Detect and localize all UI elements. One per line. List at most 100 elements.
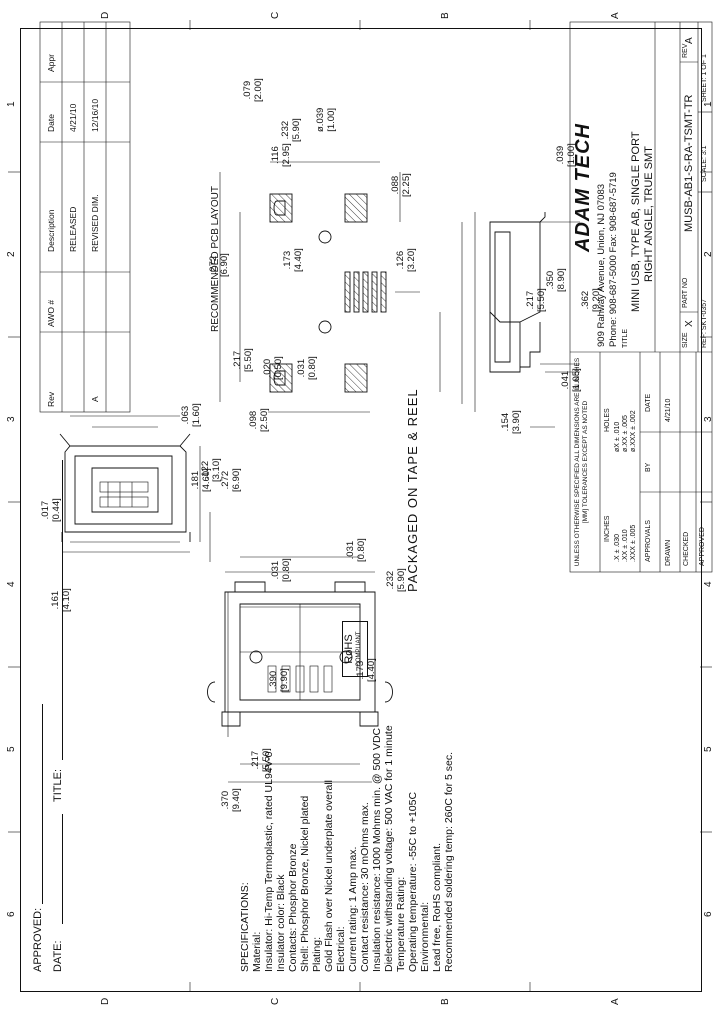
title-block-part-label: PART NO — [682, 277, 689, 308]
tol-row: øX ± .010 — [614, 421, 621, 452]
dim-label: ø.039[1.00] — [315, 107, 337, 132]
zone-col-label: 1 — [703, 101, 714, 107]
approvals-date: 4/21/10 — [665, 398, 672, 422]
tol-row: .X ± .030 — [614, 534, 621, 562]
dim-label: .161[4.10] — [50, 588, 72, 612]
title-block-rev-value: A — [684, 37, 695, 44]
zone-row-label: D — [100, 11, 111, 19]
rev-row-date: 12/16/10 — [90, 98, 100, 132]
approvals-col-date: DATE — [645, 393, 652, 412]
top-view — [207, 556, 393, 783]
zone-row-label: A — [610, 998, 621, 1005]
dim-label: .217[5.50] — [232, 348, 254, 372]
zone-col-label: 4 — [703, 581, 714, 587]
spec-line: Recommended soldering temp: 260C for 5 s… — [443, 751, 455, 972]
approved-label: APPROVED: — [32, 907, 44, 972]
dim-label: .217[5.50] — [525, 288, 547, 312]
rev-header-rev: Rev — [46, 391, 56, 407]
front-view — [59, 415, 211, 562]
title-label: TITLE: — [52, 768, 64, 802]
approvals-col-by: BY — [645, 462, 652, 472]
tol-row: ø.XXX ± .002 — [630, 410, 637, 452]
rev-row-rev: A — [90, 396, 100, 402]
rev-header-appr: Appr — [46, 54, 56, 72]
title-block-scale: SCALE: 3:1 — [701, 145, 708, 182]
title-block-grid — [569, 21, 713, 573]
company-address: 909 Rahway Avenue, Union, NJ 07083 — [596, 183, 607, 347]
dim-label: .126[3.20] — [395, 248, 417, 272]
title-block-sheet: SHEET: 1 OF 1 — [701, 54, 708, 102]
zone-col-label: 2 — [6, 251, 17, 257]
dim-label: .116[2.95] — [270, 143, 292, 167]
zone-col-label: 1 — [6, 101, 17, 107]
date-label: DATE: — [52, 940, 64, 972]
dim-label: .031[0.80] — [270, 558, 292, 582]
zone-col-label: 3 — [703, 416, 714, 422]
dim-label: .088[2.25] — [390, 173, 412, 197]
approvals-heading: APPROVALS — [645, 520, 652, 562]
zone-row-label: C — [270, 997, 281, 1005]
zone-col-label: 6 — [703, 911, 714, 917]
zone-col-label: 4 — [6, 581, 17, 587]
rev-row-description: REVISED DIM. — [90, 194, 100, 252]
title-block-ref: REF: SKT-0357 — [701, 298, 708, 348]
zone-row-label: B — [440, 12, 451, 19]
dim-label: .031[0.80] — [296, 356, 318, 380]
dim-label: .272[6.90] — [220, 468, 242, 492]
date-line — [62, 814, 63, 924]
dim-label: .031[0.80] — [345, 538, 367, 562]
zone-col-label: 2 — [703, 251, 714, 257]
title-block-line1: MINI USB, TYPE AB, SINGLE PORT — [630, 131, 642, 312]
rev-header-awo: AWO # — [46, 299, 56, 327]
dim-label: .272[6.90] — [208, 253, 230, 277]
title-block-size-value: X — [684, 320, 695, 327]
zone-row-label: A — [610, 12, 621, 19]
dim-label: .232[5.90] — [280, 118, 302, 142]
title-block-line2: RIGHT ANGLE, TRUE SMT — [643, 146, 655, 282]
rev-header-date: Date — [46, 114, 56, 132]
dim-label: .063[1.60] — [180, 403, 202, 427]
dim-label: .122[3.10] — [200, 458, 222, 482]
zone-col-label: 5 — [703, 746, 714, 752]
dim-label: .350[8.90] — [545, 268, 567, 292]
zone-col-label: 5 — [6, 746, 17, 752]
zone-ticks — [8, 20, 712, 992]
rev-header-description: Description — [46, 209, 56, 252]
pcb-layout — [219, 161, 441, 413]
revision-grid — [39, 21, 131, 413]
zone-col-label: 6 — [6, 911, 17, 917]
title-block-rev-label: REV — [682, 43, 689, 58]
company-logo: ADAM TECH — [572, 123, 594, 252]
zone-row-label: D — [100, 997, 111, 1005]
company-phone: Phone: 908-687-5000 Fax: 908-687-5719 — [608, 172, 619, 347]
approved-line — [42, 704, 43, 904]
dim-label: .232[5.90] — [385, 568, 407, 592]
approvals-role: DRAWN — [665, 539, 672, 566]
dim-label: .370[9.40] — [220, 788, 242, 812]
dim-label: .017[0.44] — [40, 498, 62, 522]
title-block-size-label: SIZE — [682, 332, 689, 348]
dim-label: .173[4.40] — [282, 248, 304, 272]
zone-row-label: C — [270, 11, 281, 19]
packaged-note: PACKAGED ON TAPE & REEL — [405, 388, 420, 592]
tol-row: .XXX ± .005 — [630, 524, 637, 562]
tol-row: .XX ± .010 — [622, 529, 629, 562]
dim-label: .020[0.50] — [262, 356, 284, 380]
side-view — [461, 212, 580, 428]
dim-label: .390[9.90] — [268, 668, 290, 692]
tolerance-heading: UNLESS OTHERWISE SPECIFIED ALL DIMENSION… — [574, 357, 589, 567]
title-block-title-label: TITLE — [622, 328, 629, 348]
dim-label: .098[2.50] — [248, 408, 270, 432]
rev-row-date: 4/21/10 — [68, 103, 78, 132]
approvals-role: CHECKED — [683, 531, 690, 566]
approvals-role: APPROVED — [699, 527, 706, 566]
zone-col-label: 3 — [6, 416, 17, 422]
dim-label: .154[3.90] — [500, 410, 522, 434]
title-block-part-no: MUSB-AB1-S-RA-TSMT-TR — [683, 94, 695, 233]
tol-row: ø.XX ± .005 — [622, 415, 629, 452]
tol-col-holes: HOLES — [604, 408, 611, 432]
tol-col-inches: INCHES — [604, 515, 611, 542]
dim-label: .217[5.50] — [250, 748, 272, 772]
